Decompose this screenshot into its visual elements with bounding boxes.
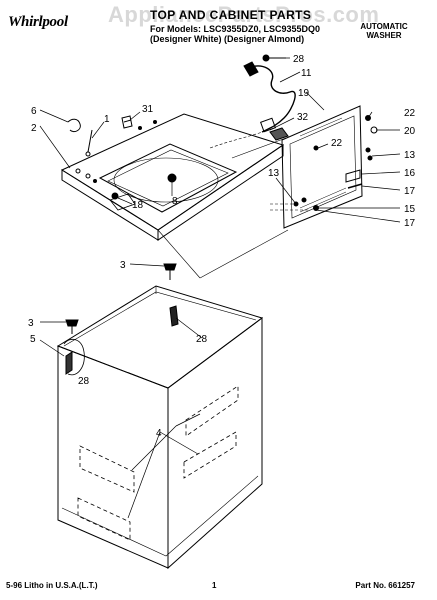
- callout-3-left: 3: [28, 318, 34, 329]
- callout-17-upper: 17: [404, 186, 416, 197]
- screw-icon: [163, 263, 177, 280]
- callout-15: 15: [404, 204, 416, 215]
- callout-13-right: 13: [404, 150, 416, 161]
- screw-icon: [169, 305, 179, 327]
- clip-icon: [121, 115, 133, 129]
- callout-28-top: 28: [293, 54, 305, 65]
- cabinet-dashed-panels: [77, 385, 239, 541]
- callout-17-lower: 17: [404, 218, 416, 229]
- watermark: AppliancePartsPros.com: [108, 2, 380, 27]
- diagram-title: TOP AND CABINET PARTS: [150, 8, 312, 22]
- callout-22-right: 22: [404, 108, 416, 119]
- callout-11: 11: [301, 68, 312, 79]
- callout-13-left: 13: [268, 168, 280, 179]
- callout-32: 32: [297, 112, 309, 123]
- callout-20: 20: [404, 126, 416, 137]
- washer-top: [60, 113, 285, 241]
- washer-cabinet: [56, 285, 264, 570]
- wire-harness-icon: [209, 61, 296, 149]
- part-number: Part No. 661257: [355, 581, 415, 590]
- model-line: For Models: LSC9355DZ0, LSC9355DQ0: [150, 24, 321, 34]
- callout-16: 16: [404, 168, 416, 179]
- screw-icon: [85, 129, 93, 157]
- callout-3-top: 3: [120, 260, 126, 271]
- page-number: 1: [212, 581, 217, 590]
- print-info: 5-96 Litho in U.S.A.(L.T.): [6, 581, 98, 590]
- whirlpool-logo: Whirlpool: [8, 14, 68, 30]
- callout-4: 4: [156, 428, 162, 439]
- washer-lid: [270, 105, 378, 229]
- product-type: AUTOMATIC WASHER: [360, 22, 408, 40]
- callout-5: 5: [30, 334, 36, 345]
- callout-6: 6: [31, 106, 37, 117]
- clip-icon: [67, 118, 81, 133]
- screw-icon: [65, 319, 79, 334]
- callout-8: 8: [172, 196, 178, 207]
- callout-28-bottom: 28: [78, 376, 90, 387]
- color-line: (Designer White) (Designer Almond): [150, 34, 305, 44]
- leader-lines: [39, 57, 401, 519]
- callout-18: 18: [132, 200, 144, 211]
- callout-19: 19: [298, 88, 310, 99]
- callout-1: 1: [104, 114, 110, 125]
- callout-numbers: 28 11 31 6 1 2 19 32 22 22 20 13 16 13 1…: [28, 54, 416, 439]
- callout-22-mid: 22: [331, 138, 343, 149]
- callout-28-mid: 28: [196, 334, 208, 345]
- callout-31: 31: [142, 104, 154, 115]
- callout-2: 2: [31, 123, 37, 134]
